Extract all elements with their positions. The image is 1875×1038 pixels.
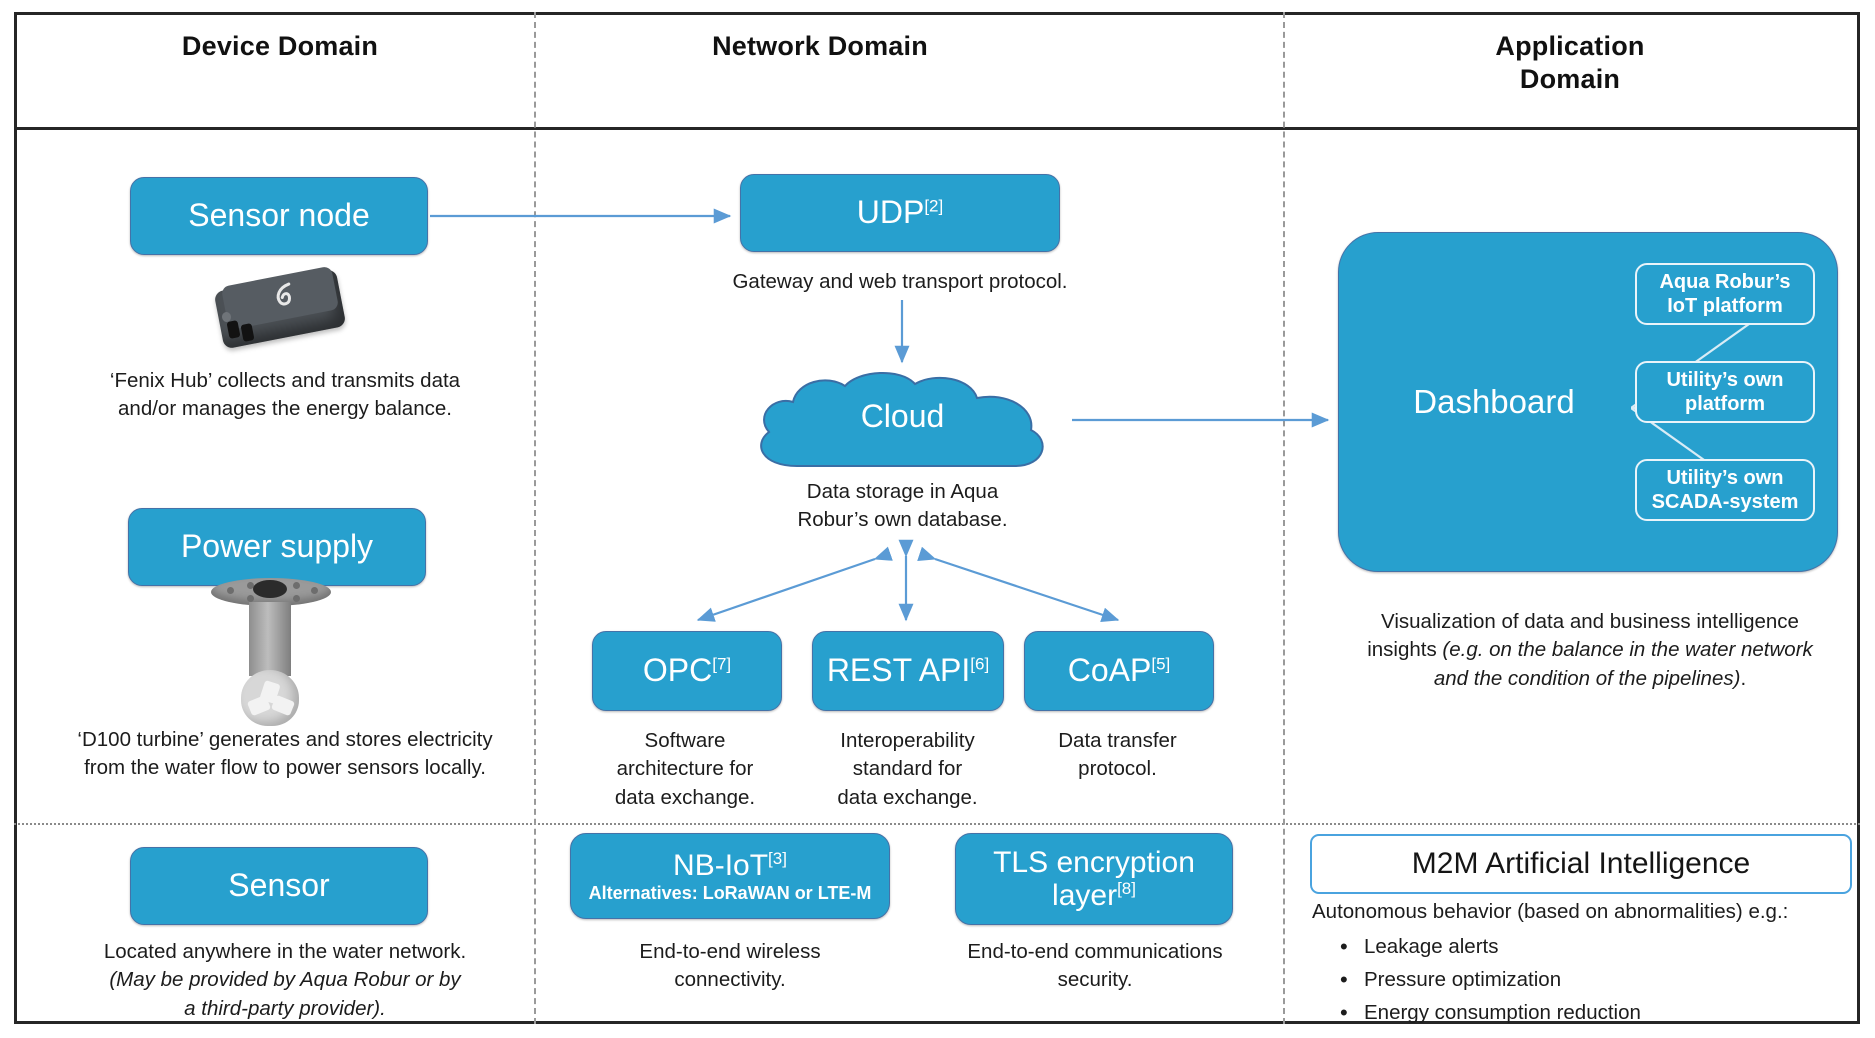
udp-caption: Gateway and web transport protocol. [732,270,1068,293]
sensor-node-label: Sensor node [188,197,370,234]
platform-box-utility[interactable]: Utility’s own platform [1635,361,1815,423]
fenix-hub-caption: ‘Fenix Hub’ collects and transmits data … [109,369,461,421]
rest-api-label: REST API [826,652,971,689]
tls-encryption-box[interactable]: TLS encryption layer[8] [955,833,1233,925]
sensor-caption: Located anywhere in the water network. (… [40,938,530,1023]
column-header-network-domain: Network Domain [712,31,928,61]
list-item: Pressure optimization [1330,962,1860,998]
dashboard-caption-italic: (e.g. on the balance in the water networ… [1433,638,1813,690]
m2m-ai-title: M2M Artificial Intelligence [1411,847,1751,880]
column-divider-device-network [534,12,536,1024]
coap-caption: Data transfer protocol. [1058,729,1177,781]
cloud-label: Cloud [860,398,945,434]
cloud-shape[interactable] [735,370,1070,488]
coap-box[interactable]: CoAP[5] [1024,631,1214,711]
dashboard-caption-insights: insights [1367,638,1443,662]
tls-caption: End-to-end communications security. [967,940,1223,992]
platform-label-aqua-robur: Aqua Robur’s IoT platform [1659,271,1791,317]
sensor-box[interactable]: Sensor [130,847,428,925]
aqua-robur-logo-icon [276,282,291,306]
platform-box-scada[interactable]: Utility’s own SCADA-system [1635,459,1815,521]
d100-turbine-caption: ‘D100 turbine’ generates and stores elec… [77,728,493,780]
column-divider-network-application [1283,12,1285,1024]
rest-api-caption: Interoperability standard for data excha… [837,729,978,809]
sensor-caption-italic: (May be provided by Aqua Robur or by a t… [109,968,461,1020]
tls-label: TLS encryption layer [993,846,1195,912]
sensor-caption-line1: Located anywhere in the water network. [103,940,467,963]
list-item: Leakage alerts [1330,929,1860,965]
dashboard-box[interactable]: Dashboard Aqua Robur’s IoT platform Util… [1338,232,1838,572]
opc-label: OPC [642,652,713,689]
fenix-hub-device-icon [200,265,360,350]
power-supply-label: Power supply [180,528,374,565]
opc-reference: [7] [712,654,732,674]
nbiot-caption: End-to-end wireless connectivity. [639,940,821,992]
dashboard-caption-line1: Visualization of data and business intel… [1381,610,1799,633]
tls-reference: [8] [1117,879,1136,898]
nbiot-box[interactable]: NB-IoT[3] Alternatives: LoRaWAN or LTE-M [570,833,890,919]
header-divider [14,127,1860,130]
power-supply-box[interactable]: Power supply [128,508,426,586]
platform-label-scada: Utility’s own SCADA-system [1651,467,1799,513]
opc-box[interactable]: OPC[7] [592,631,782,711]
column-header-device-domain: Device Domain [181,31,379,61]
coap-reference: [5] [1151,654,1171,674]
m2m-ai-description: Autonomous behavior (based on abnormalit… [1312,900,1789,923]
nbiot-reference: [3] [768,848,787,868]
dashboard-label: Dashboard [1413,383,1575,420]
bottom-row-divider [14,823,1860,825]
nbiot-label: NB-IoT [673,848,769,882]
list-item: Energy consumption reduction [1330,995,1860,1031]
column-header-application-domain: Application Domain [1495,31,1645,94]
udp-reference: [2] [924,196,944,216]
d100-turbine-icon [205,578,337,730]
udp-box[interactable]: UDP[2] [740,174,1060,252]
platform-label-utility: Utility’s own platform [1666,369,1784,415]
sensor-node-box[interactable]: Sensor node [130,177,428,255]
dashboard-caption: Visualization of data and business intel… [1320,608,1860,693]
platform-box-aqua-robur[interactable]: Aqua Robur’s IoT platform [1635,263,1815,325]
dashboard-caption-period: . [1740,666,1747,690]
m2m-ai-box[interactable]: M2M Artificial Intelligence [1310,834,1852,894]
nbiot-alternatives: Alternatives: LoRaWAN or LTE-M [588,882,872,903]
m2m-ai-feature-list: Leakage alerts Pressure optimization Ene… [1330,929,1860,1031]
opc-caption: Software architecture for data exchange. [614,729,756,809]
coap-label: CoAP [1067,652,1152,689]
cloud-caption: Data storage in Aqua Robur’s own databas… [797,480,1008,532]
rest-api-box[interactable]: REST API[6] [812,631,1004,711]
rest-api-reference: [6] [970,654,990,674]
sensor-label: Sensor [228,867,330,904]
udp-label: UDP [856,194,925,231]
